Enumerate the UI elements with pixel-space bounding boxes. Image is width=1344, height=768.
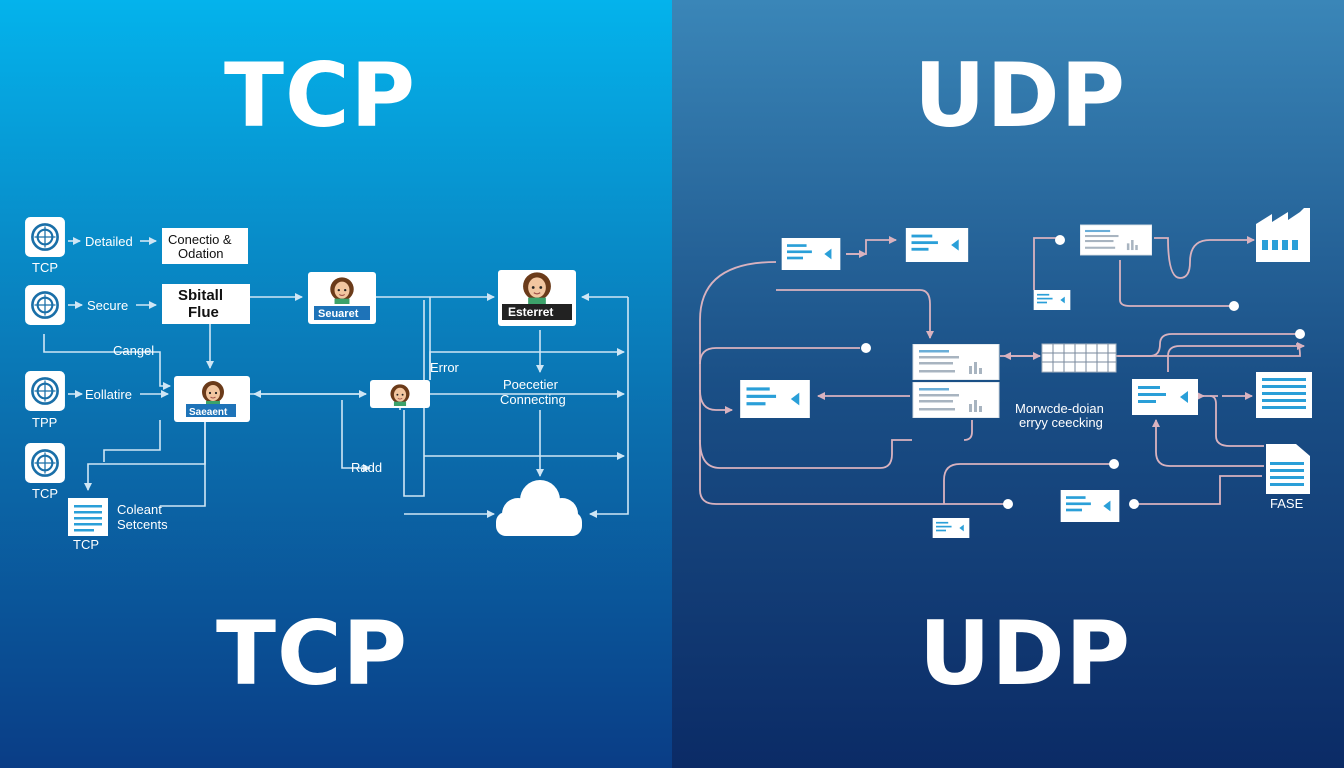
label-secure: Secure	[87, 298, 128, 313]
person-tag-1-text: Seuaret	[318, 308, 359, 320]
tcp-node-icon-3	[24, 370, 66, 412]
sbitall-text-1: Sbitall	[178, 287, 223, 304]
udp-doc-3	[740, 380, 810, 418]
packet-grid-icon	[1041, 343, 1117, 373]
label-cangel: Cangel	[113, 343, 154, 358]
person-tag-2-text: Esterret	[508, 305, 553, 319]
udp-doc-4	[1033, 290, 1071, 310]
label-fase: FASE	[1270, 496, 1304, 511]
label-morwcde-1: Morwcde-doian	[1015, 401, 1104, 416]
folder-icon	[1266, 444, 1310, 494]
label-connecting: Connecting	[500, 392, 566, 407]
udp-doc-7	[932, 518, 970, 538]
sbitall-text-2: Flue	[188, 304, 219, 321]
label-radd: Radd	[351, 460, 382, 475]
label-morwcde-2: erryy ceecking	[1019, 415, 1103, 430]
tcp-icon-label-1: TCP	[32, 260, 58, 275]
factory-icon	[1256, 208, 1310, 262]
udp-doc-2	[905, 228, 969, 262]
connectio-text-2: Odation	[178, 246, 224, 261]
document-icon	[68, 498, 108, 536]
tcp-panel-bg	[0, 0, 672, 768]
udp-doc-6	[1060, 490, 1120, 522]
connectio-box	[162, 228, 248, 264]
label-setcents: Setcents	[117, 517, 168, 532]
udp-title-bottom: UDP	[919, 602, 1131, 705]
udp-doc-1	[781, 238, 841, 270]
person-tag-2	[502, 304, 572, 320]
udp-endpoints	[861, 235, 1305, 509]
sbitall-box	[162, 284, 250, 324]
person-tag-1	[314, 306, 370, 320]
udp-connectors	[699, 236, 1305, 505]
person-tag-3-text: Saeaent	[189, 407, 228, 418]
tcp-node-icon-4	[24, 442, 66, 484]
label-eollatire: Eollatire	[85, 387, 132, 402]
tcp-title-top: TCP	[223, 44, 417, 147]
tcp-title-bottom: TCP	[215, 602, 409, 705]
tcp-icon-label-2: TPP	[32, 415, 57, 430]
tcp-connectors	[43, 237, 629, 518]
udp-title-top: UDP	[914, 44, 1126, 147]
udp-panel-1	[1080, 224, 1152, 256]
tcp-node-icon-2	[24, 284, 66, 326]
tcp-node-icon-1	[24, 216, 66, 258]
label-detailed: Detailed	[85, 234, 133, 249]
label-poecetier: Poecetier	[503, 377, 559, 392]
connectio-text-1: Conectio &	[168, 232, 232, 247]
label-coleant: Coleant	[117, 502, 162, 517]
person-tag-3	[186, 404, 236, 417]
tcp-icon-label-4: TCP	[73, 537, 99, 552]
tcp-icon-label-3: TCP	[32, 486, 58, 501]
udp-panel-2	[912, 344, 1000, 380]
udp-panel-3	[912, 382, 1000, 418]
cloud-icon	[496, 480, 582, 536]
udp-doc-5	[1132, 379, 1198, 415]
label-error: Error	[430, 360, 460, 375]
list-icon	[1256, 372, 1312, 418]
